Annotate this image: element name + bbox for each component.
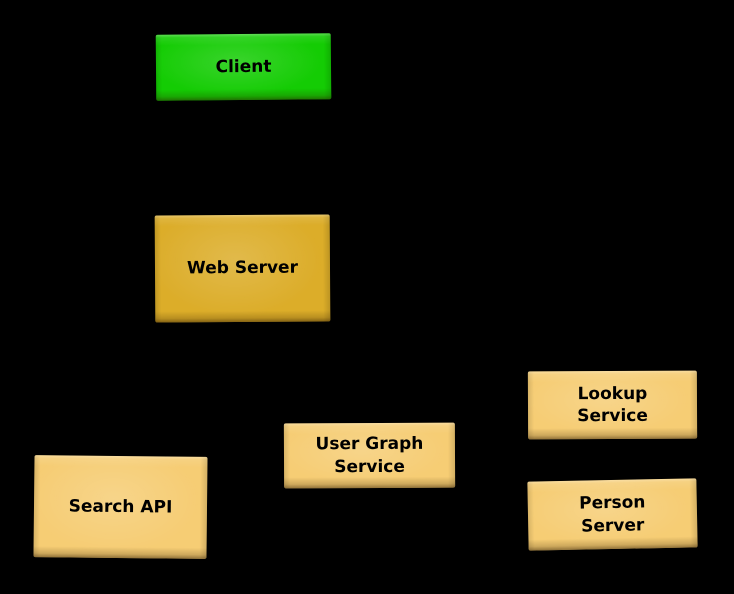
node-web-server: Web Server	[154, 214, 331, 323]
node-person-server-label: Person Server	[578, 492, 646, 537]
node-web-server-label: Web Server	[186, 257, 299, 279]
node-lookup-service-label: Lookup Service	[577, 383, 648, 427]
node-lookup-service: Lookup Service	[527, 370, 698, 440]
node-search-api-label: Search API	[68, 496, 173, 518]
node-client: Client	[155, 33, 332, 101]
node-user-graph-service-label: User Graph Service	[315, 433, 424, 477]
node-user-graph-service: User Graph Service	[283, 422, 456, 489]
node-search-api: Search API	[33, 455, 208, 559]
node-person-server: Person Server	[527, 478, 698, 551]
node-client-label: Client	[215, 56, 272, 78]
